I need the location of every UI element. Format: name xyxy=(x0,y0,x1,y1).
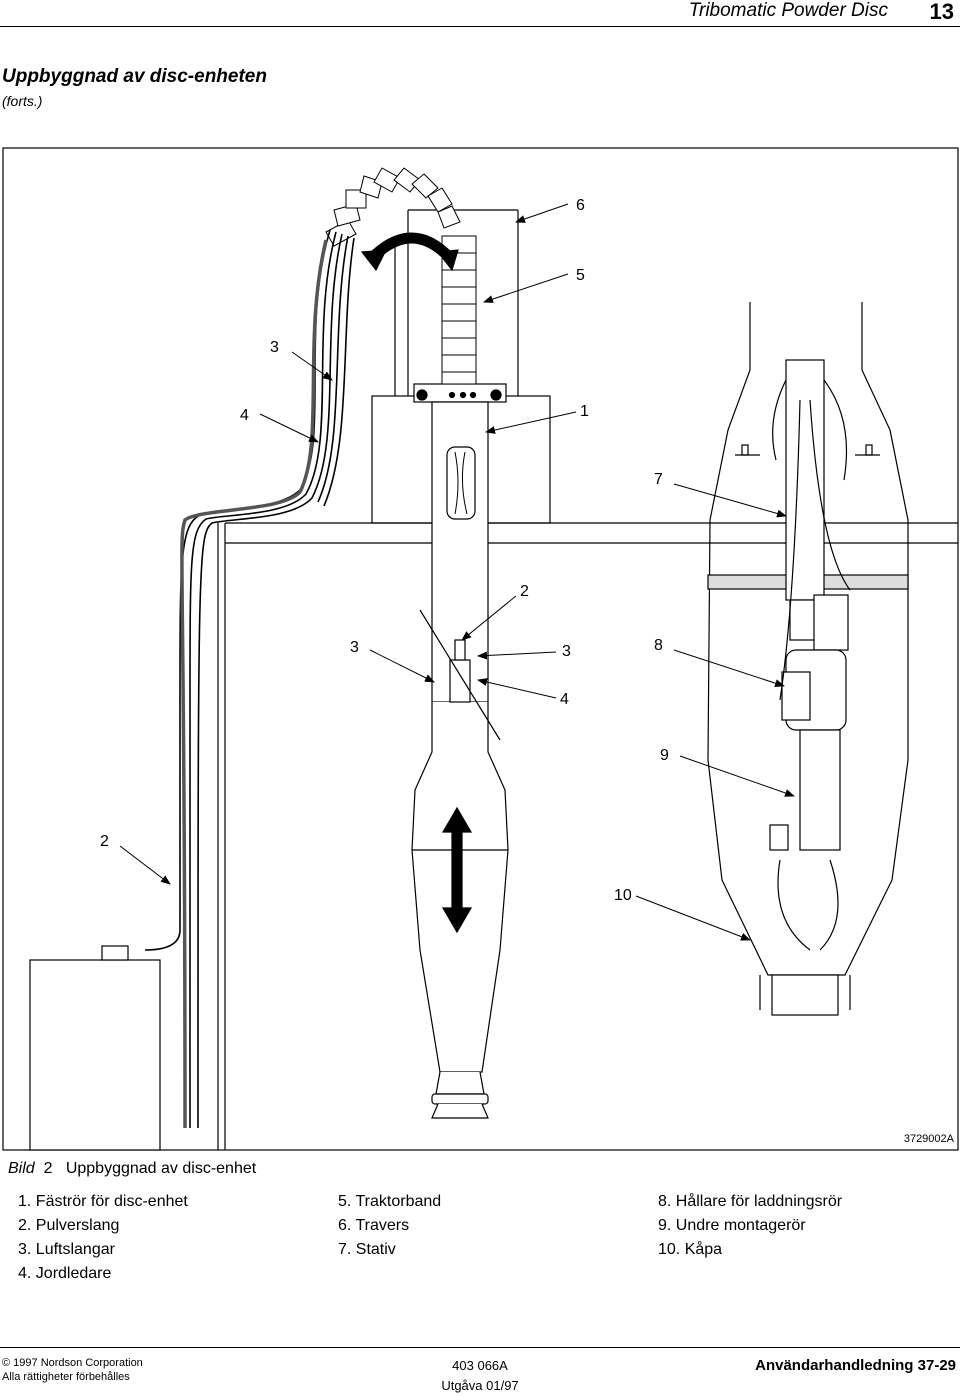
legend-item: 1. Fäströr för disc-enhet xyxy=(18,1193,188,1210)
legend-column-3: 8. Hållare för laddningsrör 9. Undre mon… xyxy=(658,1190,842,1262)
legend-item: 9. Undre montagerör xyxy=(658,1217,806,1234)
technical-drawing: 6 5 3 4 1 7 2 3 3 8 4 9 2 10 xyxy=(2,147,959,1151)
legend-item: 4. Jordledare xyxy=(18,1265,112,1282)
legend-item: 8. Hållare för laddningsrör xyxy=(658,1193,843,1210)
disc-assembly-detail xyxy=(707,302,909,1016)
page-number: 13 xyxy=(929,0,954,24)
legend-column-2: 5. Traktorband 6. Travers 7. Stativ xyxy=(338,1190,441,1262)
callout-2: 2 xyxy=(520,583,529,600)
legend-item: 10. Kåpa xyxy=(658,1241,723,1258)
figure-caption: Bild 2 Uppbyggnad av disc-enhet xyxy=(8,1160,256,1178)
callout-4: 4 xyxy=(560,691,569,708)
legend-item: 6. Travers xyxy=(338,1217,410,1234)
callout-3: 3 xyxy=(270,339,279,356)
callout-2: 2 xyxy=(100,833,109,850)
legend-item: 5. Traktorband xyxy=(338,1193,442,1210)
callout-3: 3 xyxy=(562,643,571,660)
header-rule xyxy=(0,26,960,27)
footer-rule xyxy=(0,1347,960,1348)
legend-column-1: 1. Fäströr för disc-enhet 2. Pulverslang… xyxy=(18,1190,188,1286)
figure-frame xyxy=(2,147,959,1151)
disc-assembly-left xyxy=(29,167,958,1151)
manual-title: Användarhandledning 37-29 xyxy=(755,1357,956,1374)
legend-item: 3. Luftslangar xyxy=(18,1241,115,1258)
caption-text: Uppbyggnad av disc-enhet xyxy=(65,1160,257,1177)
callout-5: 5 xyxy=(576,267,585,284)
section-title: Uppbyggnad av disc-enheten xyxy=(2,66,267,87)
callout-4: 4 xyxy=(240,407,249,424)
section-subtitle: (forts.) xyxy=(2,93,43,109)
footer-copyright: © 1997 Nordson Corporation Alla rättighe… xyxy=(2,1356,143,1384)
callout-7: 7 xyxy=(654,471,663,488)
legend-item: 7. Stativ xyxy=(338,1241,396,1258)
callout-1: 1 xyxy=(580,403,589,420)
caption-prefix: Bild xyxy=(8,1160,35,1177)
legend-item: 2. Pulverslang xyxy=(18,1217,120,1234)
edition: Utgåva 01/97 xyxy=(441,1378,519,1393)
header-title: Tribomatic Powder Disc xyxy=(688,0,888,21)
figure-number: 3729002A xyxy=(903,1133,954,1145)
rights-text: Alla rättigheter förbehålles xyxy=(2,1371,130,1383)
callout-10: 10 xyxy=(614,887,632,904)
callout-6: 6 xyxy=(576,197,585,214)
footer-center: 403 066A Utgåva 01/97 xyxy=(0,1356,960,1396)
doc-number: 403 066A xyxy=(452,1358,508,1373)
callout-9: 9 xyxy=(660,747,669,764)
caption-number: 2 xyxy=(43,1160,53,1177)
callout-8: 8 xyxy=(654,637,663,654)
callout-3: 3 xyxy=(350,639,359,656)
copyright-text: © 1997 Nordson Corporation xyxy=(2,1357,143,1369)
